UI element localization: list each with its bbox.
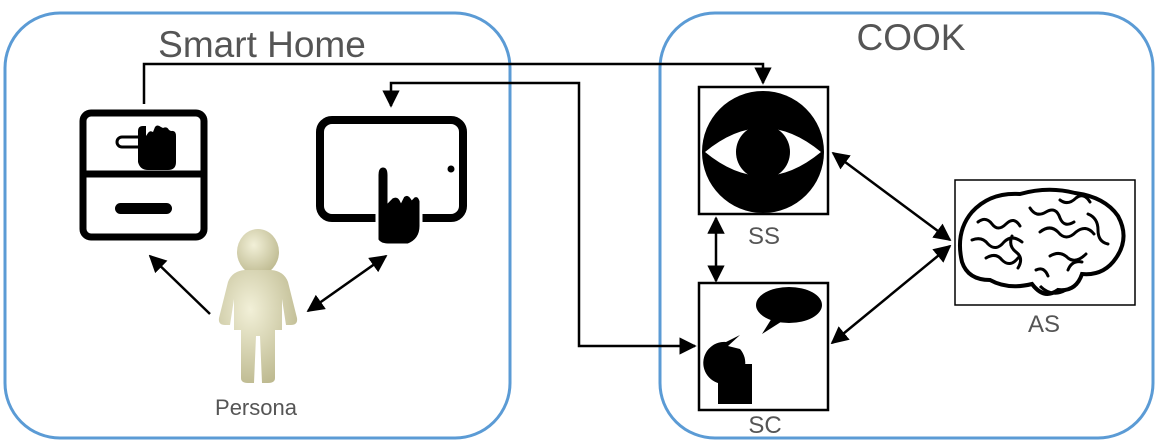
person-icon [218, 229, 298, 383]
ss-as-arrow [831, 151, 952, 242]
persona-to-drawer-arrow [148, 254, 211, 315]
persona-tablet-arrow [306, 254, 388, 313]
smart-home-title: Smart Home [158, 24, 366, 65]
drawer-hand-icon [79, 109, 208, 241]
brain-icon [954, 179, 1136, 306]
eye-icon [697, 85, 830, 216]
cook-title: COOK [857, 17, 966, 58]
tablet-touch-icon [316, 116, 467, 247]
sc-as-arrow [830, 244, 952, 345]
drawer-to-ss-arrow [142, 62, 772, 104]
sc-to-tablet-arrow [382, 81, 697, 355]
speaking-head-icon [697, 281, 830, 412]
as-label: AS [1028, 311, 1060, 338]
ss-label: SS [748, 223, 780, 250]
sc-label: SC [748, 412, 781, 439]
persona-label: Persona [215, 395, 298, 420]
